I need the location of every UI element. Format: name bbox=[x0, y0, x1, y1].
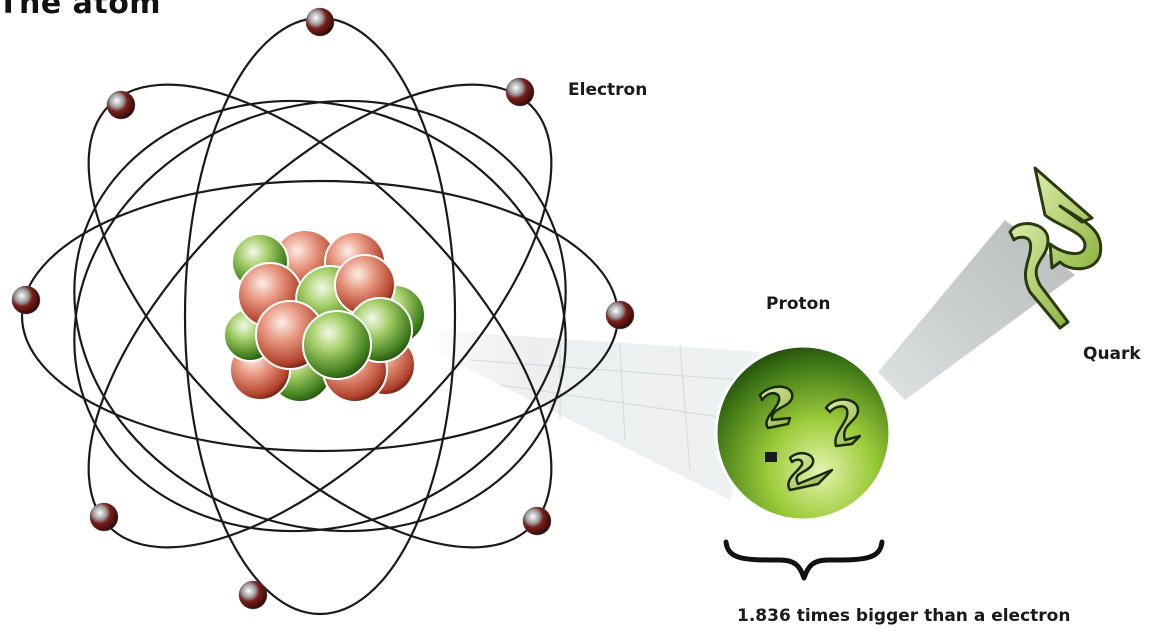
magnification-beam bbox=[430, 330, 760, 500]
electron-sphere-icon bbox=[505, 77, 535, 107]
electron-sphere-icon bbox=[305, 7, 335, 37]
quark-icon bbox=[758, 385, 862, 492]
nucleus-cluster-icon bbox=[223, 229, 426, 403]
electron-sphere-icon bbox=[238, 580, 268, 610]
page-title: The atom bbox=[0, 0, 162, 21]
size-caption: 1.836 times bigger than a electron bbox=[737, 606, 1071, 626]
electron-sphere-icon bbox=[106, 90, 136, 120]
electron-sphere-icon bbox=[522, 506, 552, 536]
electron-sphere-icon bbox=[11, 285, 41, 315]
proton-sphere-icon bbox=[714, 344, 892, 522]
electrons bbox=[11, 7, 635, 610]
curly-brace-icon bbox=[723, 539, 885, 581]
proton-label: Proton bbox=[766, 294, 831, 314]
electron-label: Electron bbox=[568, 80, 648, 100]
quark-icon bbox=[1008, 166, 1103, 330]
electron-sphere-icon bbox=[89, 502, 119, 532]
quark-label: Quark bbox=[1083, 344, 1141, 364]
beam-grid bbox=[469, 344, 741, 471]
electron-sphere-icon bbox=[605, 300, 635, 330]
